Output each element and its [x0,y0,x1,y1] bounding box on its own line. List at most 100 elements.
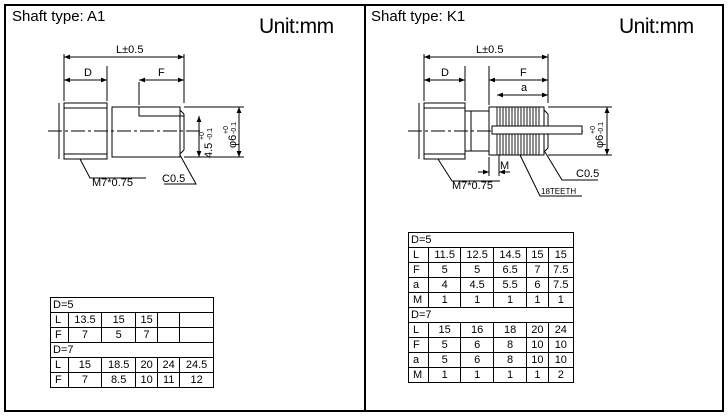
table-cell: 1 [460,292,495,308]
dia-45-value: 4.5 [203,143,215,158]
table-cell: 10 [526,352,549,368]
table-cell: 7 [135,327,159,343]
table-cell: 1 [428,367,462,383]
shaft-k1-drawing [408,54,612,197]
table-cell: 7 [67,372,103,388]
table-cell: 18.5 [101,357,137,373]
table-cell: 5 [460,262,495,278]
table-cell: 15 [526,247,549,263]
right-panel-title: Shaft type: K1 [371,8,466,25]
table-cell: 1 [493,367,528,383]
table-cell: 15 [135,312,159,328]
dia-45-tol-top: +0 [199,132,206,140]
table-cell [179,327,214,343]
dim-F: F [520,67,527,79]
table-cell: 2 [547,367,575,383]
dim-M: M [500,160,509,172]
bushing [63,102,108,160]
row-label-cell: L [407,322,430,338]
chamfer-label: C0.5 [162,173,185,185]
table-cell: 11 [157,372,181,388]
group-header-cell: D=7 [408,307,574,323]
table-cell: 8 [493,337,528,353]
table-group-header-row: D=7 [408,307,574,323]
group-header-cell: D=5 [408,232,574,248]
table-cell: 24 [547,322,575,338]
table-cell: 7.5 [547,262,575,278]
group-header-cell: D=5 [50,297,214,313]
table-cell: 4 [428,277,462,293]
table-cell: 18 [493,322,528,338]
table-cell: 12 [179,372,214,388]
dim-F: F [158,67,165,79]
table-cell: 20 [135,357,159,373]
dim-D: D [84,67,92,79]
table-cell: 24.5 [179,357,214,373]
table-cell: 8.5 [101,372,137,388]
table-cell: 5.5 [493,277,528,293]
table-cell: 12.5 [460,247,495,263]
table-group-header-row: D=5 [408,232,574,248]
table-cell: 16 [460,322,495,338]
table-cell: 1 [526,367,549,383]
table-cell: 15 [67,357,103,373]
table-cell [157,327,181,343]
dim-D: D [441,67,449,79]
table-cell: 5 [428,352,462,368]
shaft [111,106,181,158]
table-cell: 5 [428,262,462,278]
shaft-a1-drawing [48,54,244,185]
dia-6-value: φ6 [594,135,606,148]
row-label-cell: L [50,312,69,328]
left-unit-label: Unit:mm [259,15,334,38]
table-cell: 10 [547,352,575,368]
table-cell: 7.5 [547,277,575,293]
table-cell: 1 [460,367,495,383]
dia-6-tol-bottom: -0.1 [231,122,238,134]
row-label-cell: M [407,367,430,383]
left-panel-title: Shaft type: A1 [12,8,106,25]
row-label-cell: F [407,262,430,278]
dia-6-tol-top: +0 [223,126,230,134]
table-cell: 6 [526,277,549,293]
dia-45-tol-bottom: -0.1 [207,128,214,140]
table-cell: 1 [428,292,462,308]
row-label-cell: F [50,372,69,388]
table-cell: 20 [526,322,549,338]
dim-a: a [521,82,528,94]
table-cell: 15 [547,247,575,263]
row-label-cell: F [50,327,69,343]
row-label-cell: F [407,337,430,353]
table-cell: 7 [526,262,549,278]
dim-L: L±0.5 [476,44,503,56]
table-cell: 7 [67,327,103,343]
table-cell: 24 [157,357,181,373]
table-cell: 5 [428,337,462,353]
shaft-k1-labels: L±0.5 D F a M M7*0.75 C0.5 18TEETH φ6 +0… [441,44,606,196]
table-cell: 10 [135,372,159,388]
table-cell: 1 [547,292,575,308]
table-cell: 6 [460,337,495,353]
table-cell: 1 [526,292,549,308]
row-label-cell: a [407,352,430,368]
table-cell [157,312,181,328]
table-cell: 6 [460,352,495,368]
table-cell: 4.5 [460,277,495,293]
dim-L: L±0.5 [116,44,143,56]
teeth-label: 18TEETH [541,187,576,196]
